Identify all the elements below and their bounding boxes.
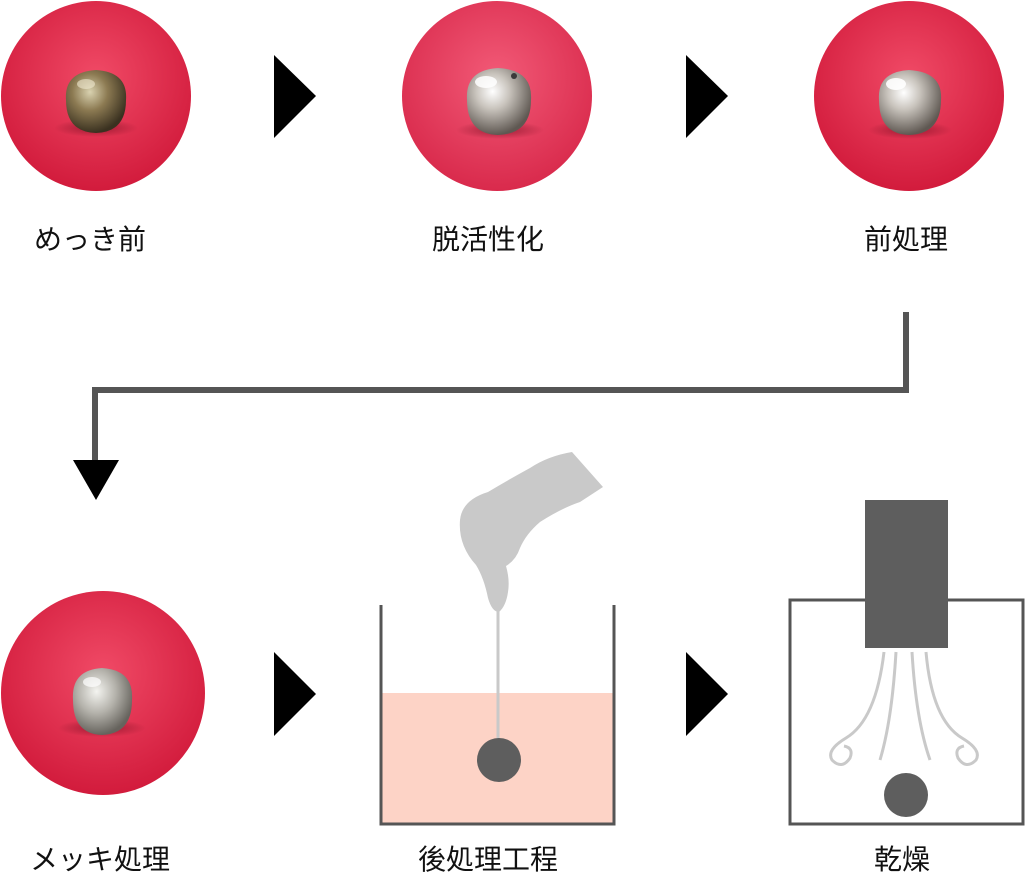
drying-illustration xyxy=(788,500,1025,826)
step-label-deactivation: 脱活性化 xyxy=(432,223,545,256)
ball xyxy=(477,738,521,782)
dryer-block xyxy=(865,500,948,648)
ball xyxy=(884,773,928,817)
connector-arrowhead xyxy=(73,460,119,500)
step-label-pretreatment: 前処理 xyxy=(864,223,949,256)
beaker xyxy=(379,605,616,826)
photo-plating xyxy=(1,591,205,795)
post-treatment-illustration xyxy=(379,452,616,826)
airflow-lines xyxy=(829,651,979,766)
photo-before-plating xyxy=(1,1,191,191)
step-label-plating: メッキ処理 xyxy=(30,843,171,876)
arrow-step1-to-step2 xyxy=(274,55,316,138)
arrow-step2-to-step3 xyxy=(686,55,728,138)
step-label-before-plating: めっき前 xyxy=(34,223,147,256)
arrow-step5-to-step6 xyxy=(686,652,728,736)
arrow-step4-to-step5 xyxy=(274,652,316,736)
step-label-post-treatment: 後処理工程 xyxy=(418,843,559,876)
photo-deactivation xyxy=(402,1,592,191)
hand-icon xyxy=(459,452,603,612)
connector-line xyxy=(92,312,909,475)
step-label-drying: 乾燥 xyxy=(874,843,931,876)
photo-pretreatment xyxy=(814,1,1004,191)
